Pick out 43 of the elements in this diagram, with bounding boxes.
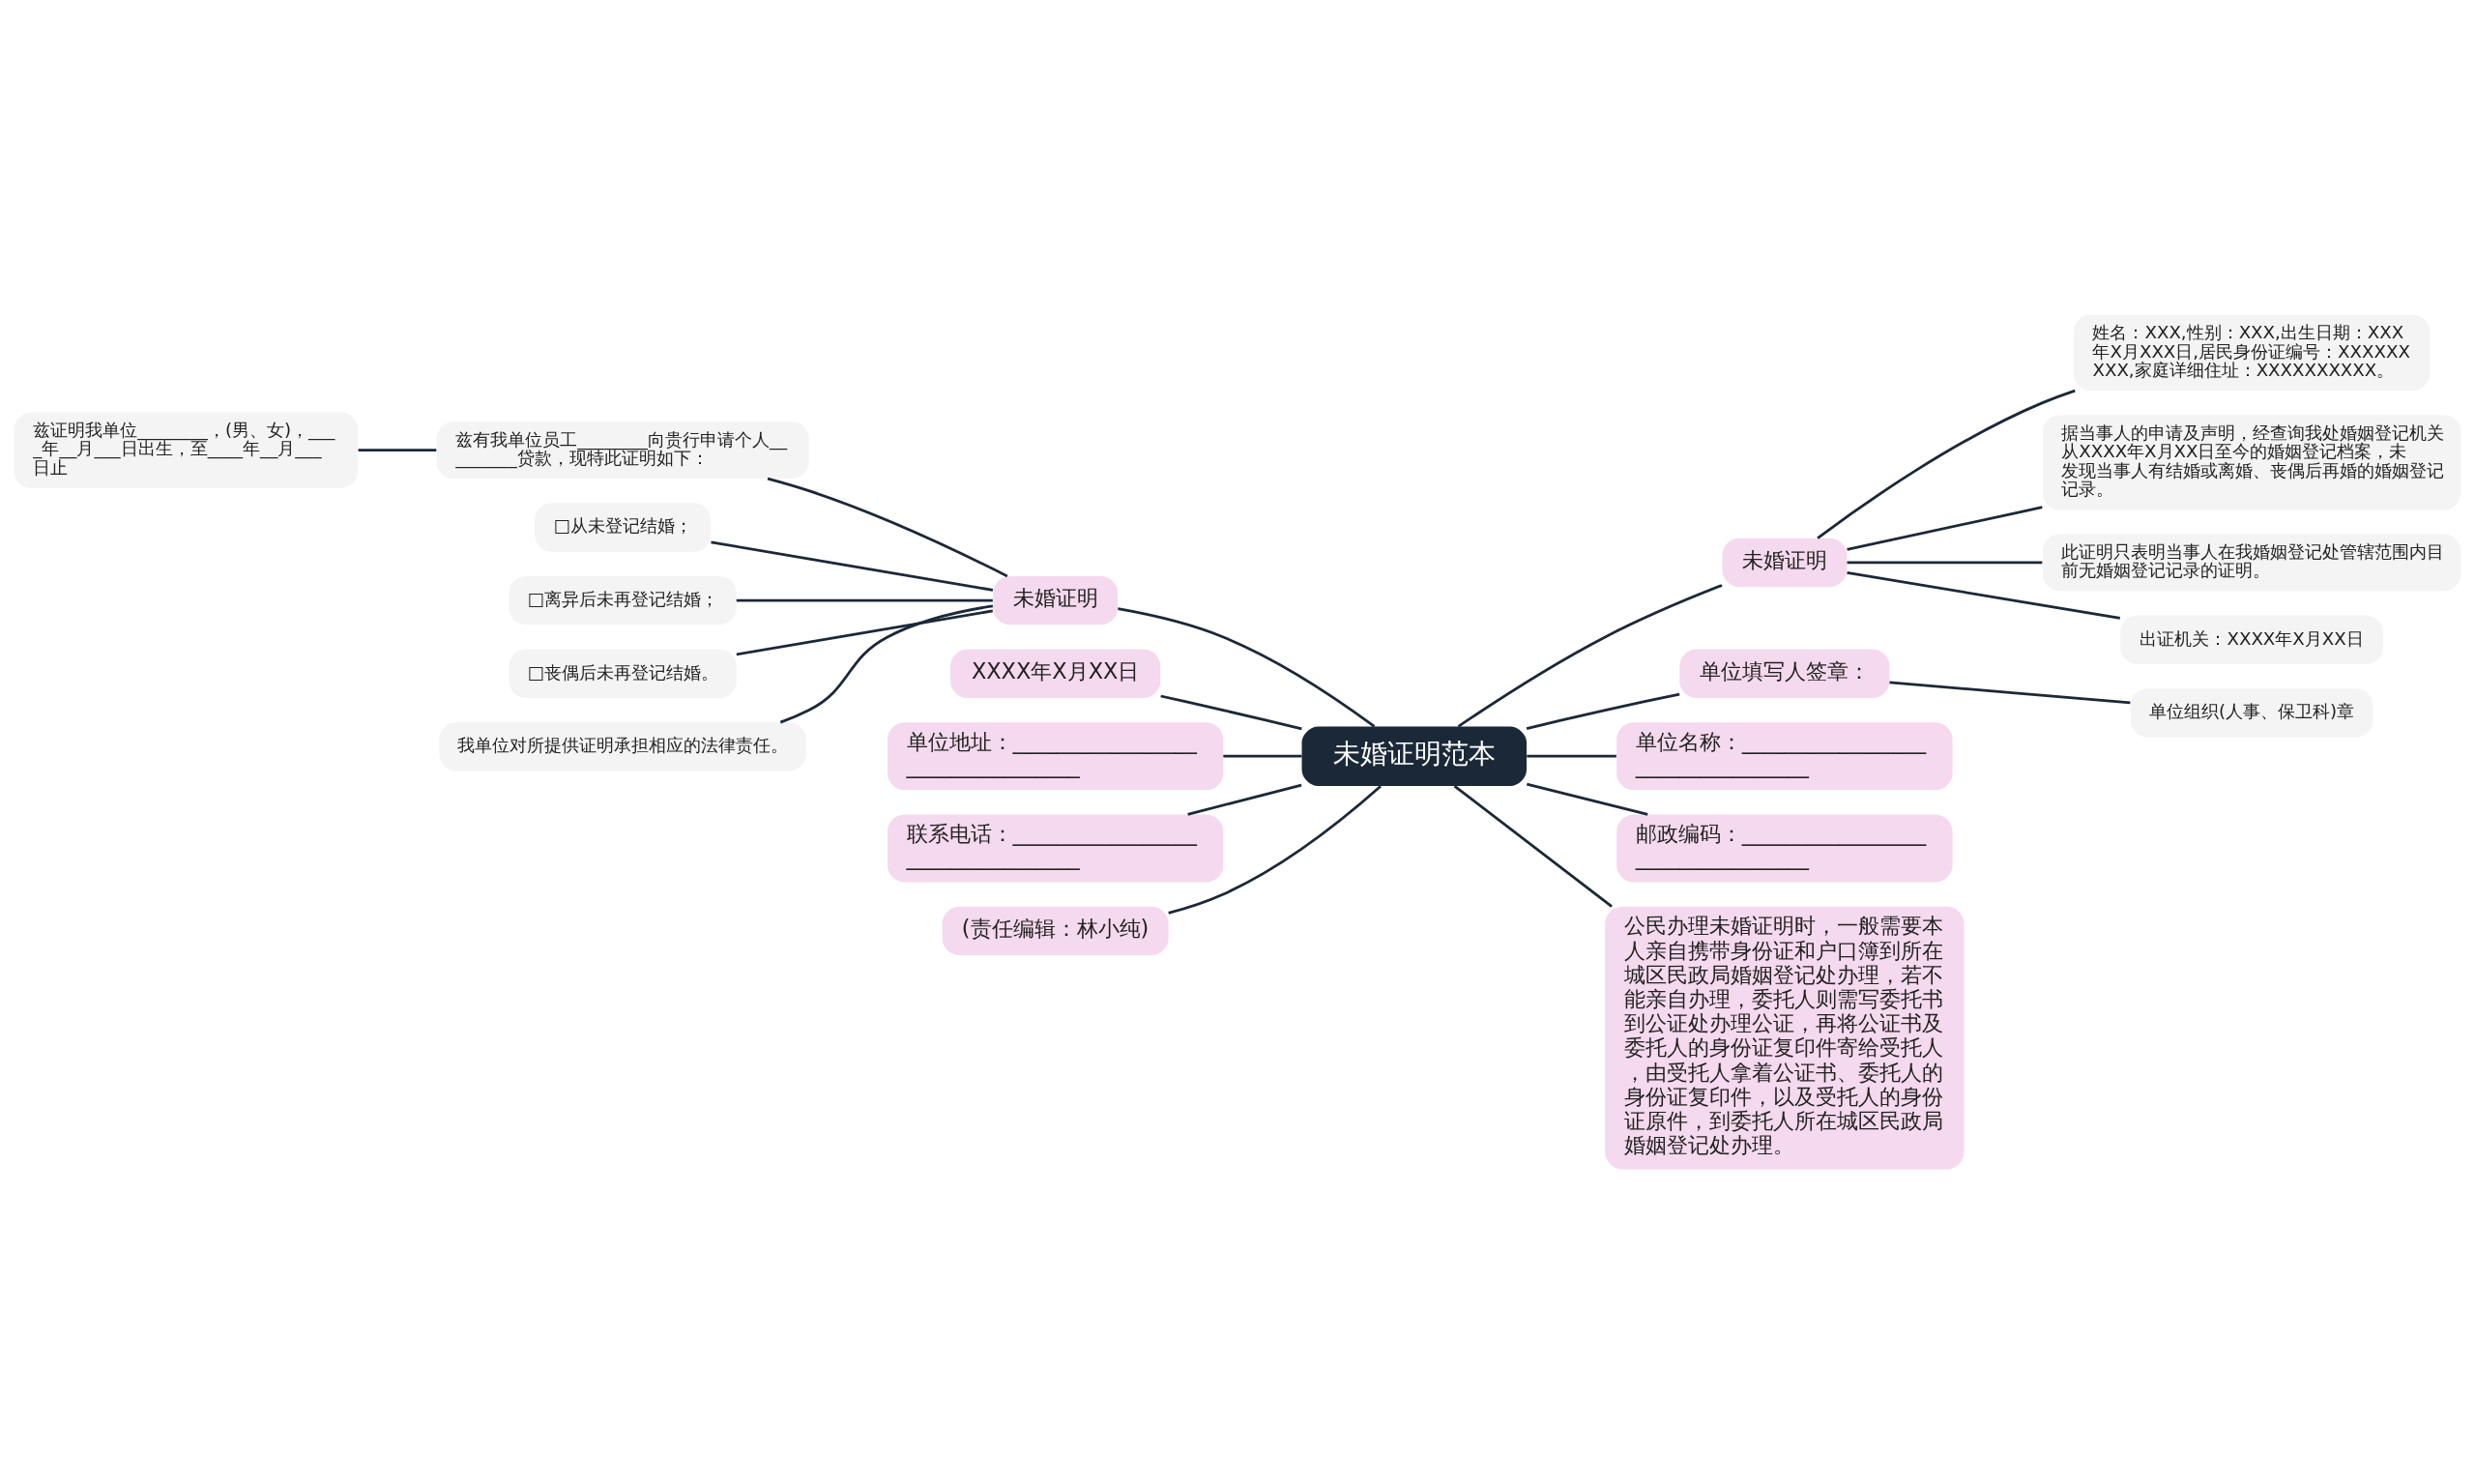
connector [736,609,993,656]
node-box: 公民办理未婚证明时，一般需要本人亲自携带身份证和户口簿到所在城区民政局婚姻登记处办理，若不能亲自办理，委托人则需写委托书到公证处办理公证，再将公证书及委托人的身份证复印件寄给受托人，由受托人拿着公证书、委托人的身份证复印件，以及受托人的身份证原件，到委托人所在城区民政局婚姻登记处办理。 [1605,906,1965,1170]
connector [1817,389,2076,539]
connector [1526,692,1680,730]
connector [1457,584,1723,728]
connector [767,477,1008,578]
connector [1847,506,2043,551]
connector [1847,571,2120,620]
node-box: 未婚证明范本 [1301,726,1528,786]
node-box: □离异后未再登记结婚； [509,575,737,626]
connector [1889,681,2131,705]
connector [1223,754,1302,758]
node-box: XXXX年X月XX日 [950,649,1161,698]
node-box: 我单位对所提供证明承担相应的法律责任。 [439,722,806,771]
node-box: 单位地址：_________________________________ [887,722,1224,791]
connector [1187,783,1302,816]
node-box: 据当事人的申请及声明，经查询我处婚姻登记机关从XXXX年X月XX日至今的婚姻登记档案，未发现当事人有结婚或离婚、丧偶后再婚的婚姻登记记录。 [2042,415,2461,510]
connector [1453,785,1613,908]
connector [1526,782,1648,816]
node-box: 兹证明我单位________，(男、女)，____年__月___日出生，至____年__月___日止 [14,412,359,488]
node-box: 单位组织(人事、保卫科)章 [2130,688,2373,738]
node-box: 未婚证明 [1722,538,1848,588]
node-box: (责任编辑：林小纯) [942,906,1169,956]
connector [1160,694,1302,731]
connector [711,540,994,592]
connector [358,449,437,452]
node-box: 单位填写人签章： [1679,649,1890,698]
node-box: 出证机关：XXXX年X月XX日 [2120,615,2383,664]
node-box: □丧偶后未再登记结婚。 [509,649,737,698]
node-box: 兹有我单位员工________向贵行申请个人_________贷款，现特此证明如下： [436,422,809,480]
node-box: 单位名称：_________________________________ [1616,722,1953,791]
node-box: 邮政编码：_________________________________ [1616,814,1953,883]
connector [779,604,994,724]
connector [1847,561,2043,565]
connector [1168,785,1382,915]
connector [1118,607,1376,728]
node-box: 此证明只表明当事人在我婚姻登记处管辖范围内目前无婚姻登记记录的证明。 [2042,534,2461,592]
node-box: 未婚证明 [993,575,1119,626]
node-box: 联系电话：_________________________________ [887,814,1224,883]
node-box: 姓名：XXX,性别：XXX,出生日期：XXX年X月XXX日,居民身份证编号：XXXXXXXXX,家庭详细住址：XXXXXXXXXX。 [2073,314,2431,392]
connector [736,598,993,602]
connector [1527,754,1616,758]
node-box: □从未登记结婚； [535,503,712,552]
